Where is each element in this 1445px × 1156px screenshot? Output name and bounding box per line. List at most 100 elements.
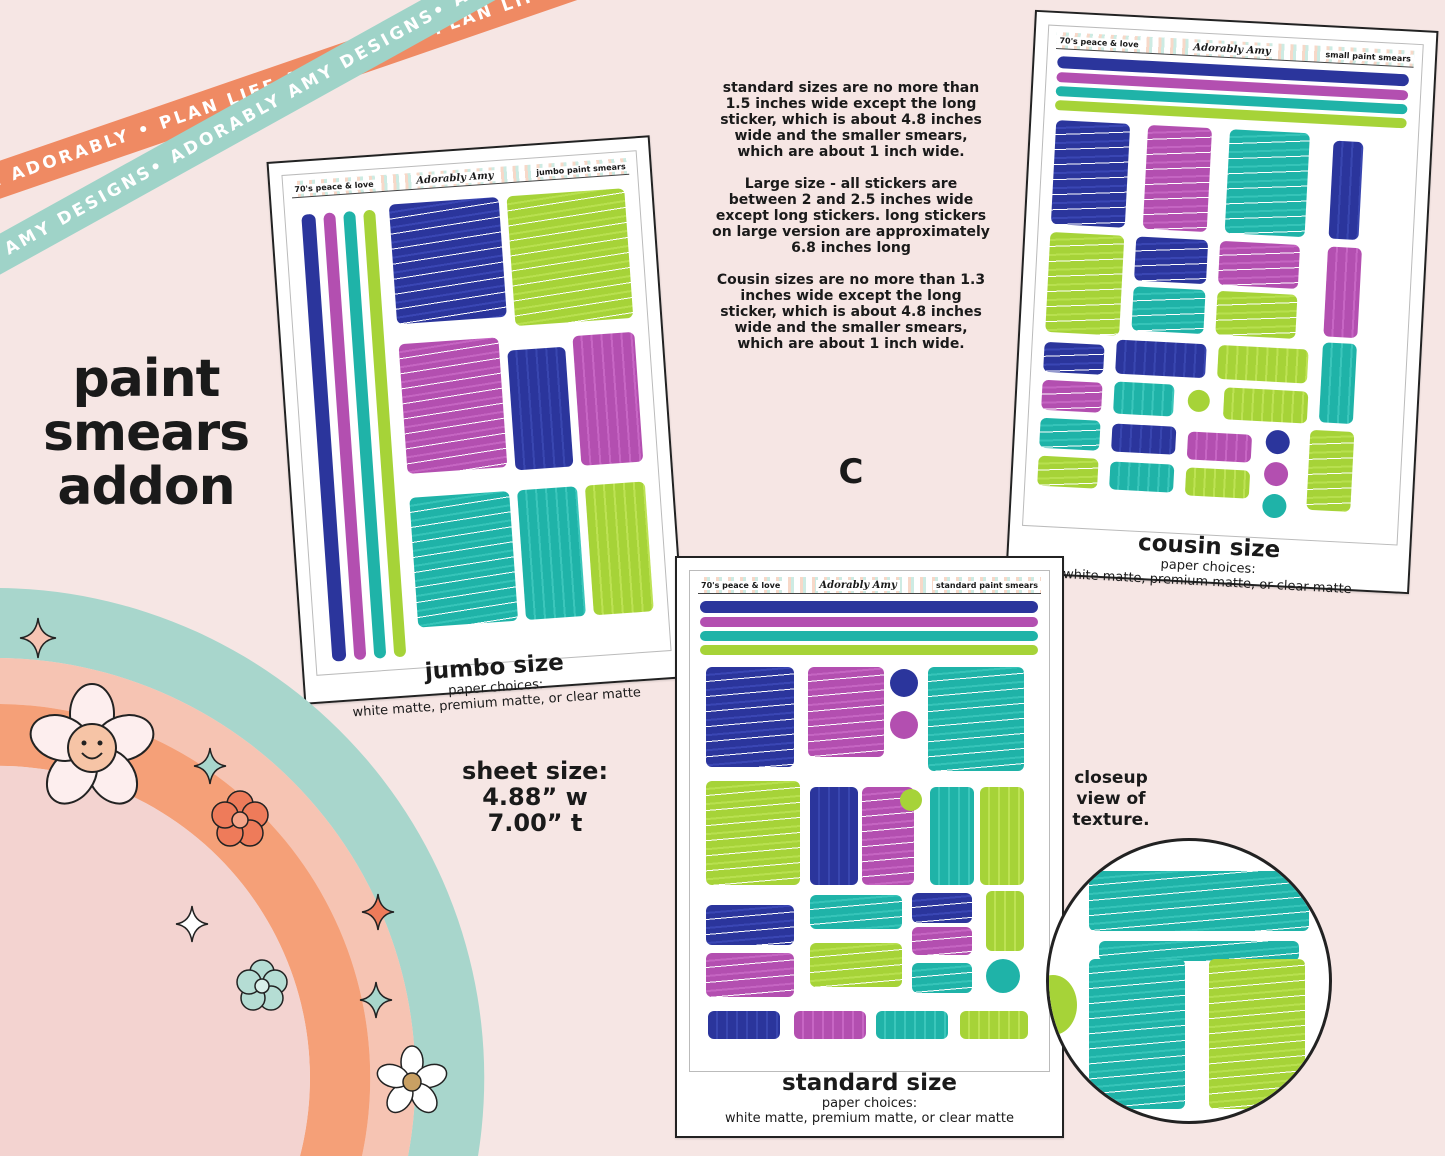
paint-smear	[1041, 379, 1103, 413]
paint-smear	[1089, 959, 1185, 1109]
paint-smear	[1043, 341, 1105, 375]
paint-dot	[1049, 975, 1077, 1035]
title-line-1: paint	[72, 349, 220, 409]
sparkle-icon	[175, 905, 209, 943]
paint-smear	[810, 787, 858, 885]
long-smear	[700, 601, 1038, 613]
paint-smear	[810, 943, 902, 987]
long-smear	[700, 617, 1038, 627]
paint-smear	[794, 1011, 866, 1039]
paint-dot	[1263, 461, 1289, 487]
paint-smear	[708, 1011, 780, 1039]
paint-smear	[1134, 236, 1209, 285]
paint-dot	[890, 711, 918, 739]
sheet-theme: 70's peace & love	[291, 178, 377, 194]
paint-smear	[930, 787, 974, 885]
paint-dot	[900, 789, 922, 811]
brand-logo: Adorably Amy	[1190, 41, 1275, 57]
paint-smear	[1039, 417, 1101, 451]
paint-smear	[960, 1011, 1028, 1039]
paint-smear	[912, 893, 972, 923]
option-letter: C	[838, 452, 864, 492]
paint-smear	[1209, 959, 1305, 1109]
paint-smear	[1142, 124, 1213, 233]
paint-smear	[572, 331, 644, 466]
paint-smear	[1184, 467, 1251, 499]
info-standard: standard sizes are no more than 1.5 inch…	[720, 80, 982, 160]
sheet-size-label: sheet size:	[461, 757, 609, 785]
paint-dot	[986, 959, 1020, 993]
size-name: standard size	[782, 1070, 957, 1096]
paint-dot	[1265, 429, 1291, 455]
cousin-sheet-card: 70's peace & love Adorably Amy small pai…	[1005, 9, 1439, 597]
paint-smear	[1215, 290, 1298, 339]
paint-smear	[1131, 286, 1206, 335]
paint-smear	[706, 667, 794, 767]
sheet-header: 70's peace & love Adorably Amy standard …	[698, 577, 1041, 594]
paint-smear	[1045, 231, 1125, 336]
sparkle-icon	[359, 981, 393, 1019]
paint-smear	[986, 891, 1024, 951]
paint-smear	[1328, 140, 1364, 241]
paint-smear	[1111, 423, 1177, 455]
paint-smear	[1186, 431, 1253, 463]
paint-smear	[398, 337, 508, 474]
title-line-3: addon	[57, 457, 235, 517]
paint-smear	[388, 196, 507, 325]
sparkle-icon	[361, 893, 395, 931]
sheet-name: standard paint smears	[932, 580, 1041, 590]
paint-smear	[706, 781, 800, 885]
smiley-flower-icon	[29, 683, 155, 805]
long-smear	[700, 645, 1038, 655]
paint-smear	[980, 787, 1024, 885]
sparkle-icon	[19, 617, 57, 659]
sheet-size-width: 4.88” w	[482, 783, 588, 811]
paint-smear	[912, 963, 972, 993]
paint-smear	[507, 346, 574, 471]
paint-dot	[890, 669, 918, 697]
closeup-label: closeup view of texture.	[1072, 768, 1150, 830]
paint-smear	[1222, 387, 1309, 424]
sheet-size-height: 7.00” t	[487, 809, 583, 837]
paint-smear	[706, 953, 794, 997]
paint-smear	[912, 927, 972, 955]
flower-icon	[236, 959, 288, 1011]
paint-smear	[1323, 246, 1363, 339]
paint-smear	[876, 1011, 948, 1039]
flower-icon	[211, 790, 269, 847]
paint-smear	[1109, 461, 1175, 493]
sheet-size: sheet size: 4.88” w 7.00” t	[455, 758, 615, 836]
standard-sheet-preview: 70's peace & love Adorably Amy standard …	[689, 570, 1050, 1072]
paint-dot	[1187, 389, 1211, 413]
paint-smear	[706, 905, 794, 945]
paint-smear	[928, 667, 1024, 771]
paint-smear	[1099, 941, 1299, 961]
paint-smear	[1217, 240, 1301, 289]
paint-smear	[1216, 344, 1309, 384]
info-cousin: Cousin sizes are no more than 1.3 inches…	[716, 272, 986, 352]
info-large: Large size - all stickers are between 2 …	[712, 176, 990, 256]
paint-smear	[584, 481, 654, 616]
standard-caption: standard size paper choices: white matte…	[677, 1070, 1062, 1126]
paint-dot	[1261, 493, 1288, 519]
paint-smear	[1115, 339, 1207, 379]
sheet-name: jumbo paint smears	[532, 161, 629, 177]
paint-smear	[1037, 455, 1099, 489]
paint-smear	[808, 667, 884, 757]
sparkle-icon	[193, 747, 227, 785]
sheet-theme: 70's peace & love	[698, 580, 784, 590]
paint-smear	[810, 895, 902, 929]
size-info: standard sizes are no more than 1.5 inch…	[712, 80, 990, 368]
paint-smear	[1224, 129, 1310, 238]
paint-smear	[1089, 871, 1309, 931]
sheet-name: small paint smears	[1322, 49, 1415, 64]
brand-logo: Adorably Amy	[412, 169, 497, 187]
sheet-theme: 70's peace & love	[1056, 35, 1142, 49]
paint-smear	[1050, 120, 1131, 228]
texture-closeup	[1046, 838, 1332, 1124]
paint-smear	[1318, 342, 1357, 425]
title-line-2: smears	[42, 403, 250, 463]
long-smear	[700, 631, 1038, 641]
paint-smear	[1113, 381, 1175, 417]
standard-sheet-card: 70's peace & love Adorably Amy standard …	[675, 556, 1064, 1138]
